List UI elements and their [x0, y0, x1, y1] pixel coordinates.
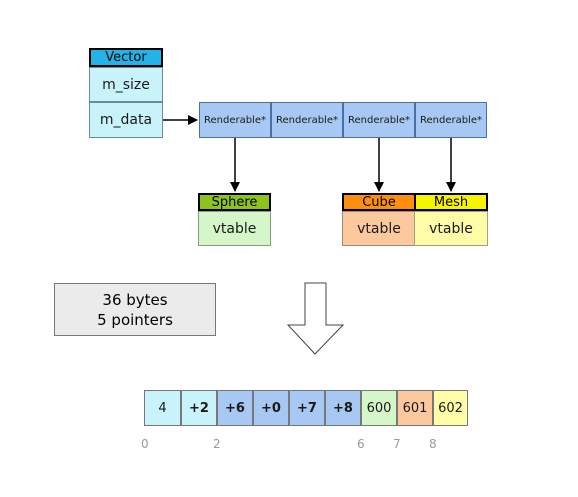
- memory-cell: +6: [217, 390, 253, 426]
- cube-header: Cube: [342, 193, 416, 211]
- vector-field-data: m_data: [89, 102, 163, 138]
- mesh-vtable-label: vtable: [429, 220, 473, 237]
- offset-index: 2: [213, 437, 221, 451]
- summary-bytes: 36 bytes: [102, 290, 168, 309]
- summary-box: 36 bytes 5 pointers: [54, 283, 216, 336]
- memory-cell-value: +8: [333, 400, 353, 416]
- vector-field-data-label: m_data: [99, 112, 153, 128]
- memory-cell: +8: [325, 390, 361, 426]
- memory-cell: +7: [289, 390, 325, 426]
- mesh-title: Mesh: [433, 194, 469, 210]
- memory-cell: 600: [361, 390, 397, 426]
- mesh-header: Mesh: [414, 193, 488, 211]
- renderable-pointer-label: Renderable*: [419, 114, 482, 126]
- offset-index: 8: [429, 437, 437, 451]
- memory-cell: +2: [181, 390, 217, 426]
- memory-cell-value: 600: [366, 400, 392, 416]
- renderable-pointer: Renderable*: [199, 102, 271, 138]
- big-down-arrow: [286, 282, 345, 355]
- sphere-vtable: vtable: [198, 211, 271, 246]
- offset-index: 6: [357, 437, 365, 451]
- vector-header: Vector: [89, 48, 163, 67]
- memory-cell: 601: [397, 390, 433, 426]
- memory-cell-value: 602: [438, 400, 463, 416]
- offset-index: 7: [393, 437, 401, 451]
- memory-cell-value: +2: [189, 400, 209, 416]
- mesh-vtable: vtable: [414, 211, 488, 246]
- memory-cell-value: +0: [261, 400, 281, 416]
- cube-vtable-label: vtable: [357, 220, 401, 237]
- memory-cell-value: +6: [225, 400, 245, 416]
- sphere-vtable-label: vtable: [212, 220, 257, 237]
- vector-field-size: m_size: [89, 67, 163, 102]
- offset-index: 0: [141, 437, 149, 451]
- cube-title: Cube: [362, 194, 396, 210]
- renderable-pointer: Renderable*: [343, 102, 415, 138]
- sphere-title: Sphere: [211, 194, 258, 210]
- sphere-header: Sphere: [198, 193, 271, 211]
- renderable-pointer: Renderable*: [271, 102, 343, 138]
- vector-field-size-label: m_size: [102, 76, 150, 93]
- memory-cell-value: 4: [158, 400, 167, 416]
- memory-cell: 602: [433, 390, 468, 426]
- memory-cell-value: +7: [297, 400, 317, 416]
- memory-cell-value: 601: [402, 400, 428, 416]
- vector-title: Vector: [105, 50, 147, 65]
- memory-cell: 4: [144, 390, 181, 426]
- renderable-pointer-label: Renderable*: [275, 114, 338, 126]
- memory-cell: +0: [253, 390, 289, 426]
- summary-pointers: 5 pointers: [97, 310, 173, 329]
- cube-vtable: vtable: [342, 211, 416, 246]
- renderable-pointer: Renderable*: [415, 102, 487, 138]
- renderable-pointer-label: Renderable*: [203, 114, 266, 126]
- renderable-pointer-label: Renderable*: [347, 114, 410, 126]
